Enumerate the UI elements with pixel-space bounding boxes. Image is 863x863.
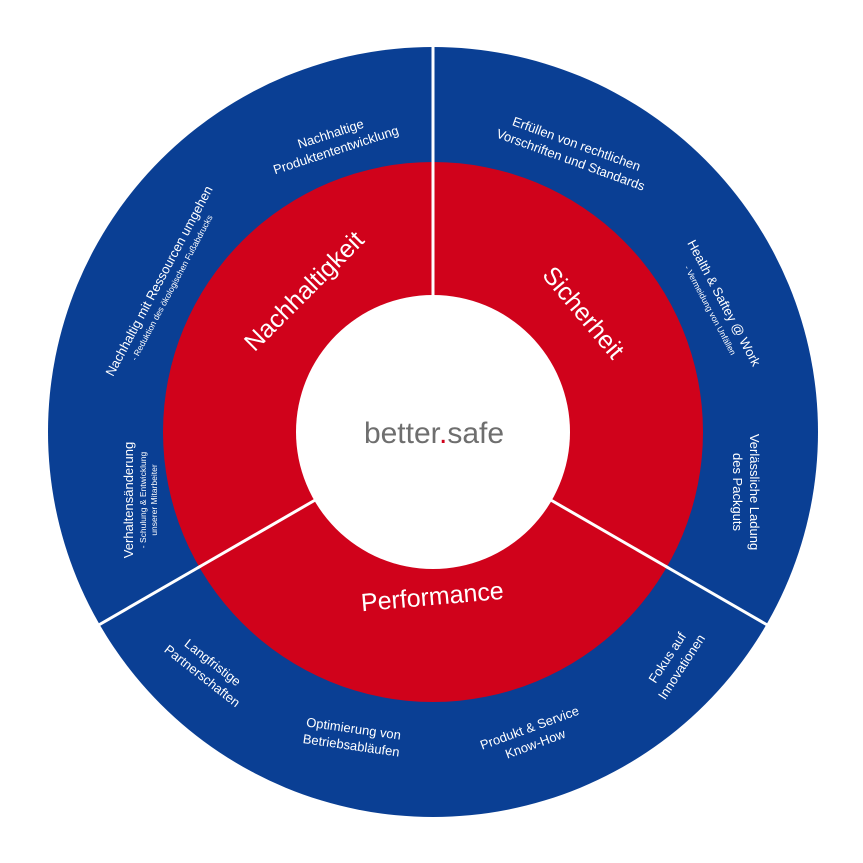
verhalten-sub2: unserer Mitarbeiter xyxy=(149,464,159,536)
brand-part-better: better xyxy=(364,417,441,450)
divider-outer-left xyxy=(96,564,202,628)
outer-ladung: Verlässliche Ladung des Packguts xyxy=(730,434,762,550)
verhalten-sub1: - Schulung & Entwicklung xyxy=(138,452,148,549)
brand-part-safe: safe xyxy=(447,417,504,450)
ladung-line1: Verlässliche Ladung xyxy=(747,434,762,550)
brand-dot: . xyxy=(439,417,447,450)
outer-verhalten: Verhaltensänderung - Schulung & Entwickl… xyxy=(121,442,159,558)
divider-right-lower xyxy=(544,495,670,570)
divider-outer-right xyxy=(664,564,770,628)
verhalten-title: Verhaltensänderung xyxy=(121,442,136,558)
ladung-line2: des Packguts xyxy=(730,453,745,532)
segment-dividers xyxy=(96,44,770,628)
divider-left-lower xyxy=(196,495,322,570)
center-disc xyxy=(296,295,570,569)
center-brand: better.safe xyxy=(364,417,504,450)
